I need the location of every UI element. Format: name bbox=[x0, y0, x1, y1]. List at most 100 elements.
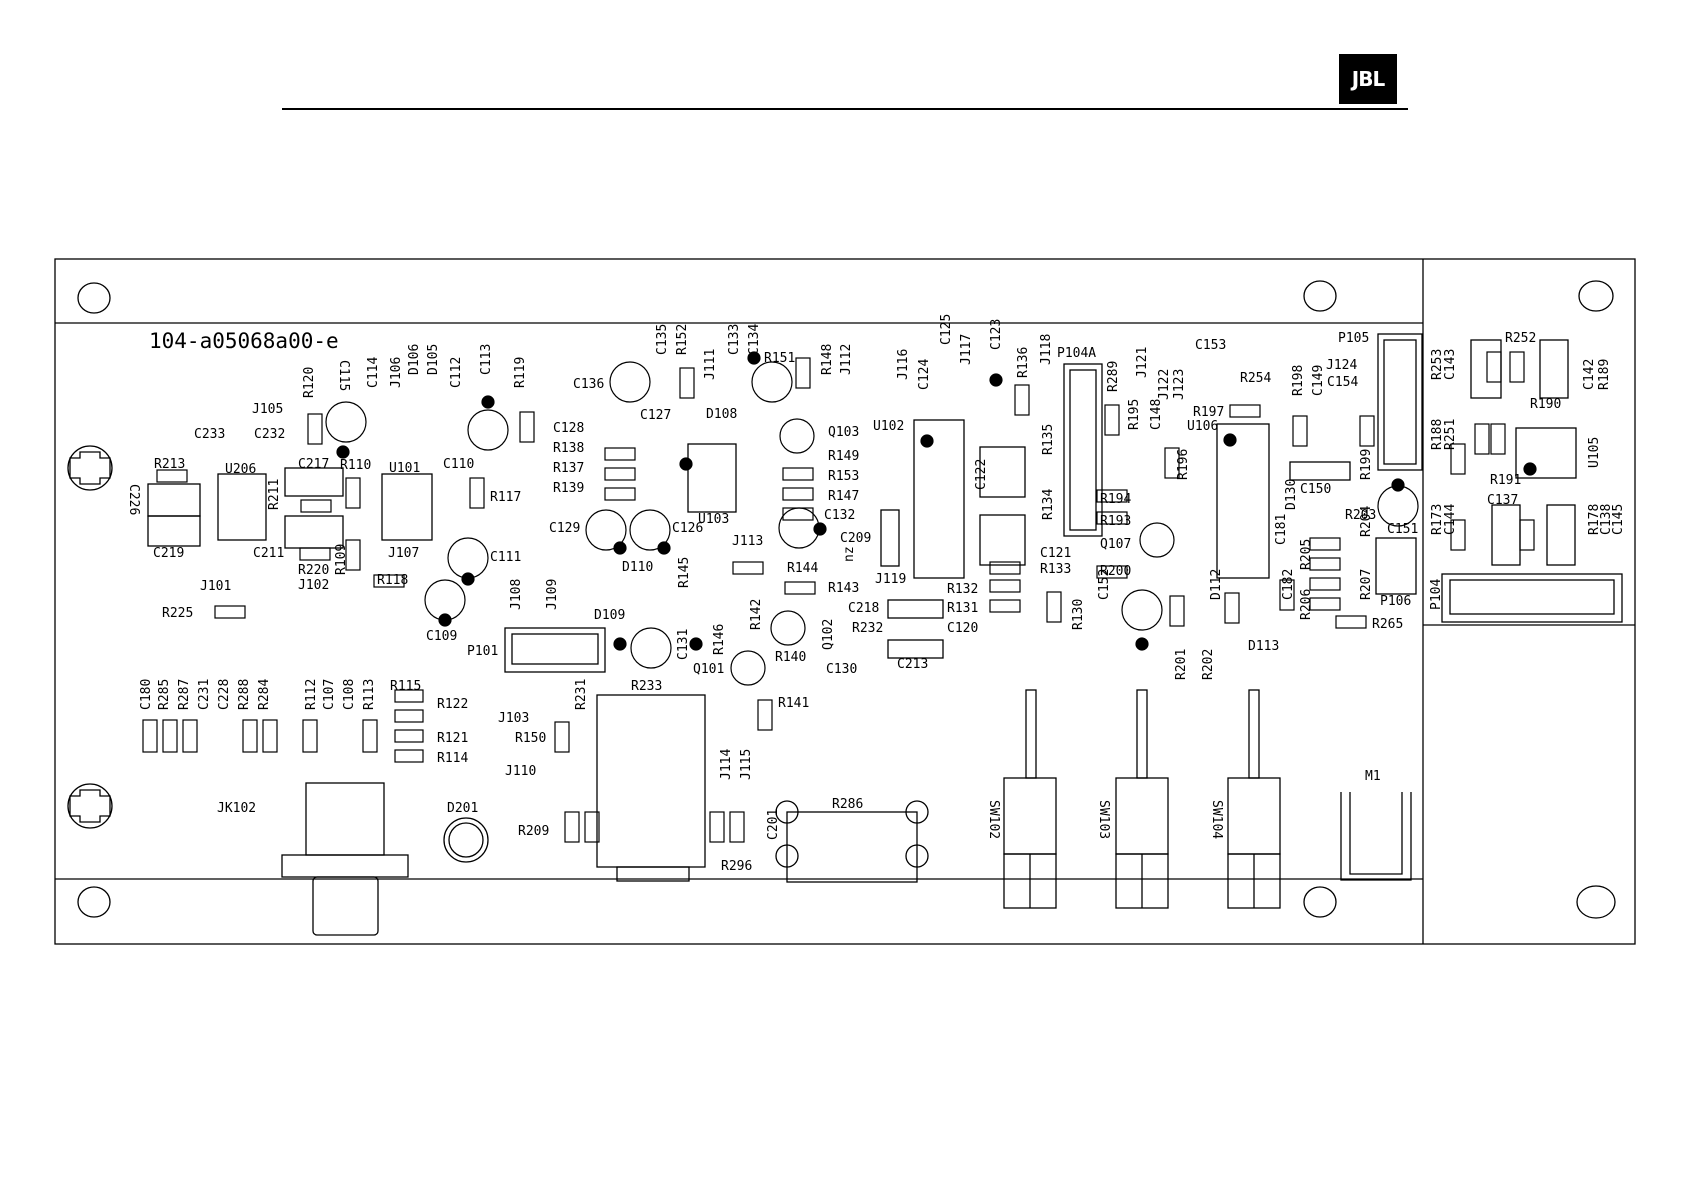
component-body bbox=[142, 719, 158, 753]
component-label: J122 bbox=[1157, 369, 1172, 400]
component-label: R203 bbox=[1345, 508, 1376, 523]
component-body bbox=[1229, 404, 1261, 418]
component-body bbox=[299, 547, 331, 561]
component-label: R205 bbox=[1299, 539, 1314, 570]
component-label: C124 bbox=[917, 359, 932, 390]
component-body bbox=[1279, 579, 1295, 611]
component-body bbox=[1309, 577, 1341, 591]
component-label: P101 bbox=[467, 644, 498, 659]
component-label: R139 bbox=[553, 481, 584, 496]
component-body bbox=[373, 574, 405, 588]
component-label: C138 bbox=[1599, 504, 1614, 535]
component-body bbox=[1096, 489, 1128, 503]
component-label: J119 bbox=[875, 572, 906, 587]
component-label: C143 bbox=[1443, 349, 1458, 380]
capacitor-body bbox=[629, 509, 671, 551]
component-label: R112 bbox=[304, 679, 319, 710]
component-label: R231 bbox=[574, 679, 589, 710]
component-body bbox=[554, 721, 570, 753]
component-label: R151 bbox=[764, 351, 795, 366]
pad-dot bbox=[438, 613, 452, 627]
component-label: R197 bbox=[1193, 405, 1224, 420]
component-body bbox=[156, 469, 188, 483]
component-label: C182 bbox=[1281, 569, 1296, 600]
pad-dot bbox=[689, 637, 703, 651]
component-label: D108 bbox=[706, 407, 737, 422]
component-label: U101 bbox=[389, 461, 420, 476]
component-label: C150 bbox=[1300, 482, 1331, 497]
component-label: C209 bbox=[840, 531, 871, 546]
component-body bbox=[362, 719, 378, 753]
component-body bbox=[757, 699, 773, 731]
component-label: R193 bbox=[1100, 514, 1131, 529]
component-label: C107 bbox=[322, 679, 337, 710]
component-label: C219 bbox=[153, 546, 184, 561]
pad-dot bbox=[1223, 433, 1237, 447]
component-label: JK102 bbox=[217, 801, 256, 816]
component-label: R135 bbox=[1041, 424, 1056, 455]
pad-dot bbox=[481, 395, 495, 409]
component-label: Q103 bbox=[828, 425, 859, 440]
component-label: R149 bbox=[828, 449, 859, 464]
pad-dot bbox=[813, 522, 827, 536]
component-body bbox=[679, 367, 695, 399]
pad-dot bbox=[613, 637, 627, 651]
component-label: R152 bbox=[675, 324, 690, 355]
component-body bbox=[469, 477, 485, 509]
component-label: R194 bbox=[1100, 492, 1131, 507]
component-body bbox=[345, 477, 361, 509]
component-label: R146 bbox=[712, 624, 727, 655]
ic-u103 bbox=[687, 443, 737, 513]
capacitor-body bbox=[730, 650, 766, 686]
component-body bbox=[584, 811, 600, 843]
pad-dot bbox=[679, 457, 693, 471]
switch-sw104 bbox=[1227, 689, 1281, 909]
component-body bbox=[182, 719, 198, 753]
capacitor-body bbox=[778, 507, 820, 549]
component-label: P104A bbox=[1057, 346, 1096, 361]
ic-u102 bbox=[913, 419, 965, 579]
component-label: SW104 bbox=[1209, 800, 1224, 839]
component-label: R119 bbox=[513, 357, 528, 388]
component-label: J106 bbox=[389, 357, 404, 388]
component-label: R285 bbox=[157, 679, 172, 710]
component-label: U106 bbox=[1187, 419, 1218, 434]
component-body bbox=[162, 719, 178, 753]
component-body bbox=[1096, 565, 1128, 579]
pad-dot bbox=[613, 541, 627, 555]
led-d201 bbox=[443, 817, 489, 863]
component-label: J116 bbox=[896, 349, 911, 380]
component-label: C218 bbox=[848, 601, 879, 616]
capacitor-body bbox=[1139, 522, 1175, 558]
capacitor-body bbox=[609, 361, 651, 403]
component-label: R115 bbox=[390, 679, 421, 694]
pad-dot bbox=[657, 541, 671, 555]
jbl-logo: JBL bbox=[1339, 54, 1397, 104]
component-label: R114 bbox=[437, 751, 468, 766]
component-label: R190 bbox=[1530, 397, 1561, 412]
component-body bbox=[1309, 537, 1341, 551]
component-body bbox=[989, 579, 1021, 593]
pad-dot bbox=[1135, 637, 1149, 651]
connector-p106 bbox=[1375, 537, 1417, 595]
component-label: R251 bbox=[1443, 419, 1458, 450]
component-label: C126 bbox=[672, 521, 703, 536]
component-label: C132 bbox=[824, 508, 855, 523]
component-label: C110 bbox=[443, 457, 474, 472]
component-label: R132 bbox=[947, 582, 978, 597]
component-body bbox=[782, 467, 814, 481]
component-label: C109 bbox=[426, 629, 457, 644]
component-body bbox=[1309, 557, 1341, 571]
component-label: J103 bbox=[498, 711, 529, 726]
component-label: C112 bbox=[449, 357, 464, 388]
component-label: M1 bbox=[1365, 769, 1381, 784]
component-label: R201 bbox=[1174, 649, 1189, 680]
mount-hole bbox=[1578, 280, 1614, 312]
component-label: C122 bbox=[974, 459, 989, 490]
component-label: J110 bbox=[505, 764, 536, 779]
component-label: SW102 bbox=[986, 800, 1001, 839]
component-body bbox=[604, 467, 636, 481]
pad-dot bbox=[1391, 478, 1405, 492]
component-label: R120 bbox=[302, 367, 317, 398]
